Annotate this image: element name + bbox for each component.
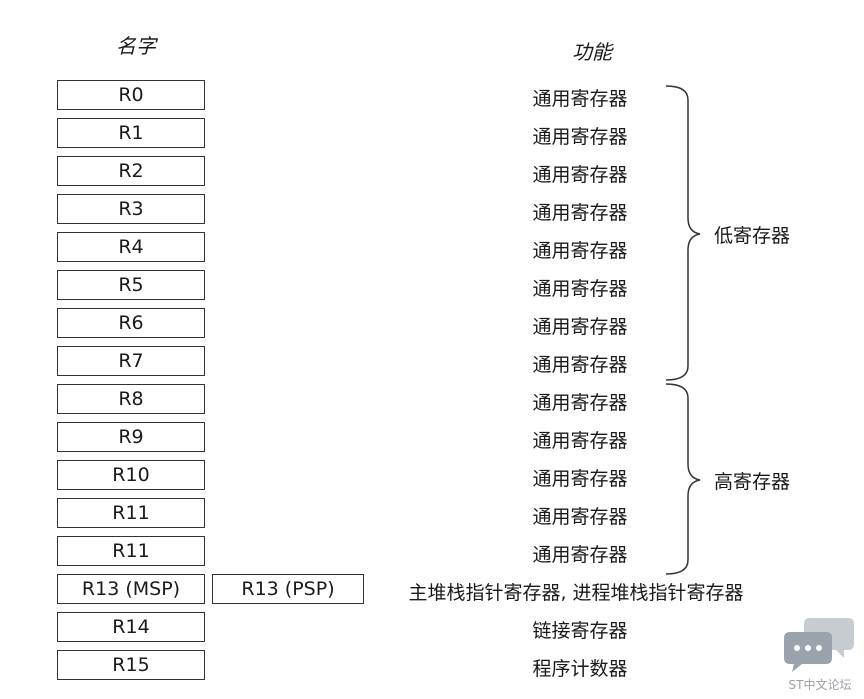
register-box-r8: R8: [57, 384, 205, 414]
function-r7: 通用寄存器: [532, 354, 628, 376]
watermark: ST中文论坛: [782, 614, 858, 696]
function-r14: 链接寄存器: [532, 620, 628, 642]
function-r11: 通用寄存器: [532, 506, 628, 528]
register-box-r5: R5: [57, 270, 205, 300]
low-registers-brace: [665, 85, 701, 381]
header-name: 名字: [116, 34, 156, 58]
function-r1: 通用寄存器: [532, 126, 628, 148]
register-box-r14: R14: [57, 612, 205, 642]
function-r9: 通用寄存器: [532, 430, 628, 452]
register-box-r1: R1: [57, 118, 205, 148]
register-box-r4: R4: [57, 232, 205, 262]
function-r0: 通用寄存器: [532, 88, 628, 110]
register-box-r7: R7: [57, 346, 205, 376]
function-r6: 通用寄存器: [532, 316, 628, 338]
low-registers-label: 低寄存器: [714, 225, 791, 247]
chat-bubbles-icon: [784, 618, 854, 672]
header-function: 功能: [572, 40, 612, 64]
function-r10: 通用寄存器: [532, 468, 628, 490]
function-r13: 主堆栈指针寄存器, 进程堆栈指针寄存器: [408, 582, 744, 604]
register-box-r15: R15: [57, 650, 205, 680]
register-box-r3: R3: [57, 194, 205, 224]
function-r5: 通用寄存器: [532, 278, 628, 300]
register-box-r0: R0: [57, 80, 205, 110]
register-box-r6: R6: [57, 308, 205, 338]
function-r15: 程序计数器: [532, 658, 628, 680]
function-r8: 通用寄存器: [532, 392, 628, 414]
function-r11-second: 通用寄存器: [532, 544, 628, 566]
register-box-r2: R2: [57, 156, 205, 186]
function-r2: 通用寄存器: [532, 164, 628, 186]
watermark-text: ST中文论坛: [788, 678, 852, 692]
function-r4: 通用寄存器: [532, 240, 628, 262]
register-box-r13-msp: R13 (MSP): [57, 574, 205, 604]
register-box-r11: R11: [57, 498, 205, 528]
high-registers-label: 高寄存器: [714, 471, 791, 493]
register-box-r9: R9: [57, 422, 205, 452]
register-box-r13-psp: R13 (PSP): [212, 574, 364, 604]
register-box-r10: R10: [57, 460, 205, 490]
function-r3: 通用寄存器: [532, 202, 628, 224]
high-registers-brace: [665, 383, 701, 575]
register-box-r11-second: R11: [57, 536, 205, 566]
